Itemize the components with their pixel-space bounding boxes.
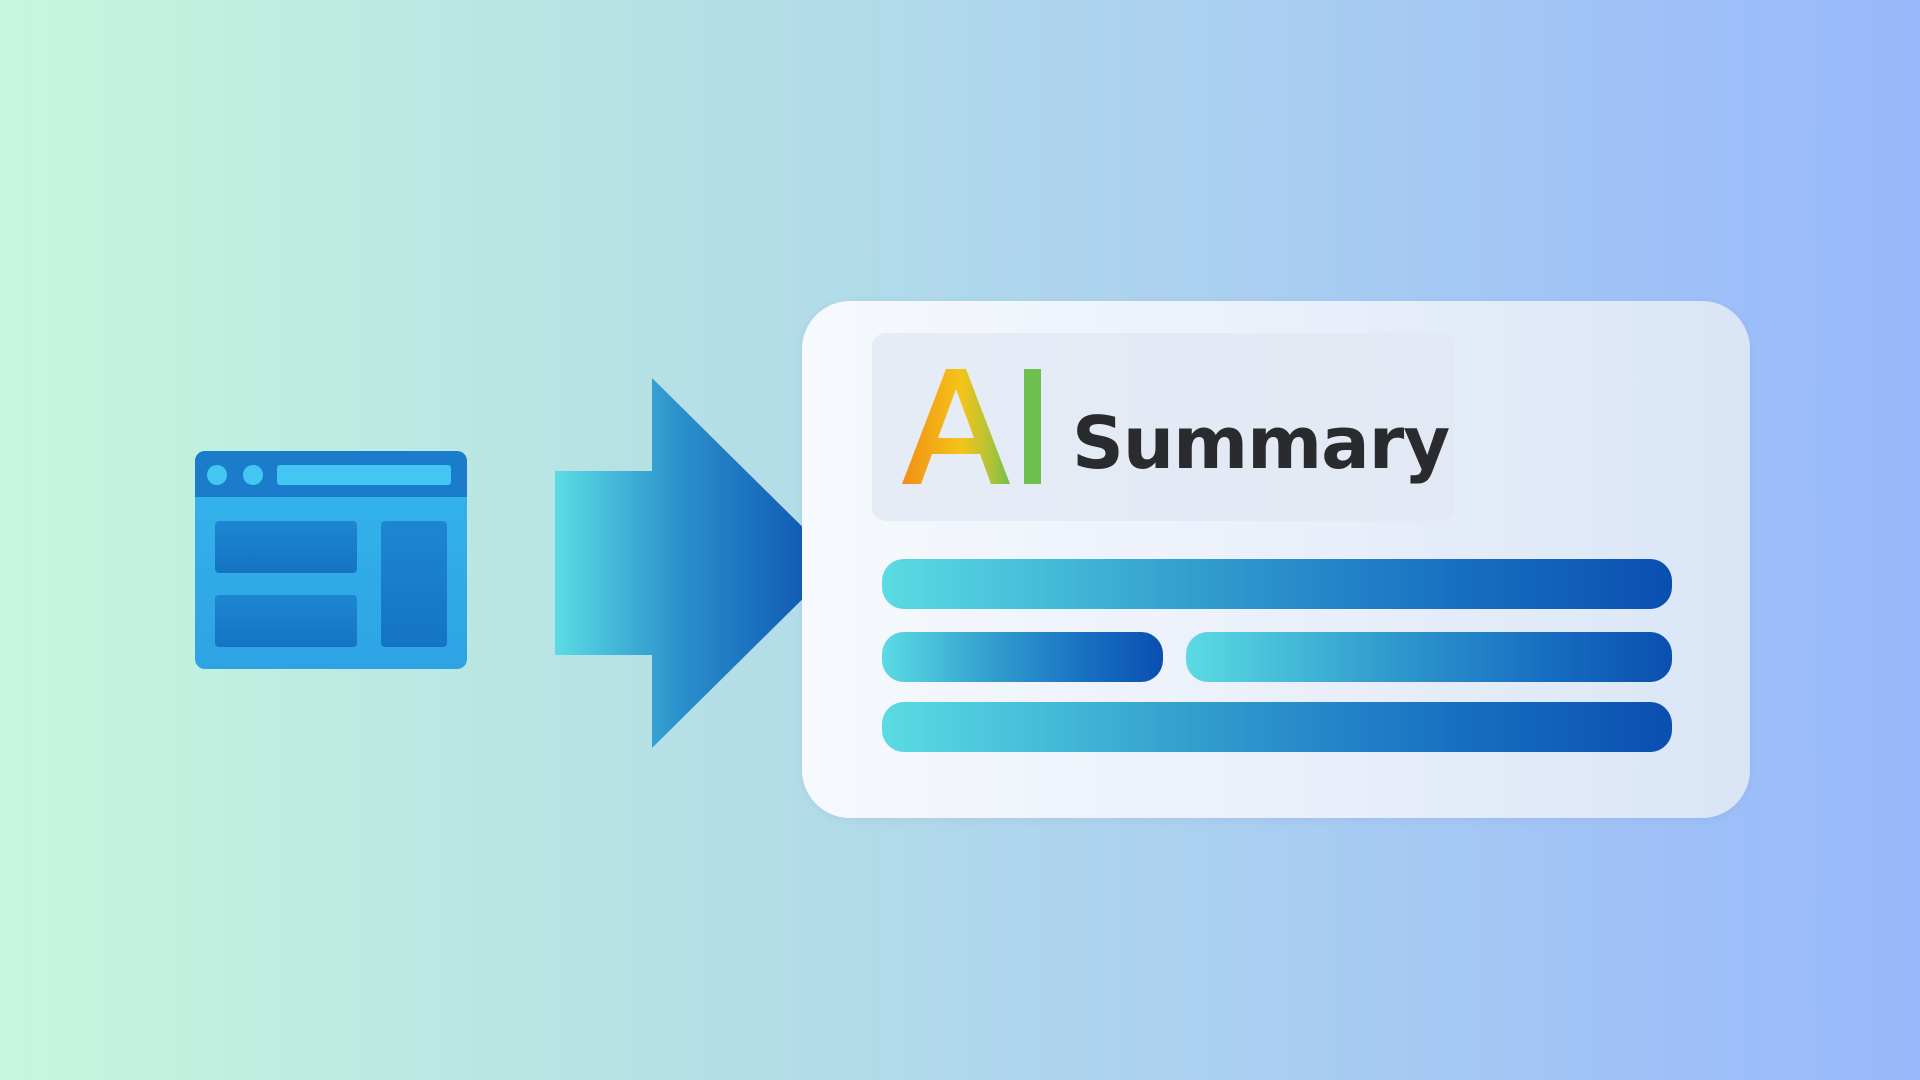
ai-logo: [902, 369, 1041, 484]
browser-window-icon: [195, 451, 467, 669]
card-header: AI Summary: [872, 333, 1454, 521]
summary-line-placeholder: [882, 559, 1672, 609]
ai-summary-card: AI Summary: [802, 301, 1750, 818]
summary-line-placeholder: [882, 702, 1672, 752]
card-title: Summary: [1072, 401, 1450, 485]
right-arrow-icon: [555, 378, 839, 748]
summary-line-placeholder: [882, 632, 1163, 682]
summary-line-placeholder: [1186, 632, 1672, 682]
ai-logo-text: AI: [872, 333, 873, 334]
